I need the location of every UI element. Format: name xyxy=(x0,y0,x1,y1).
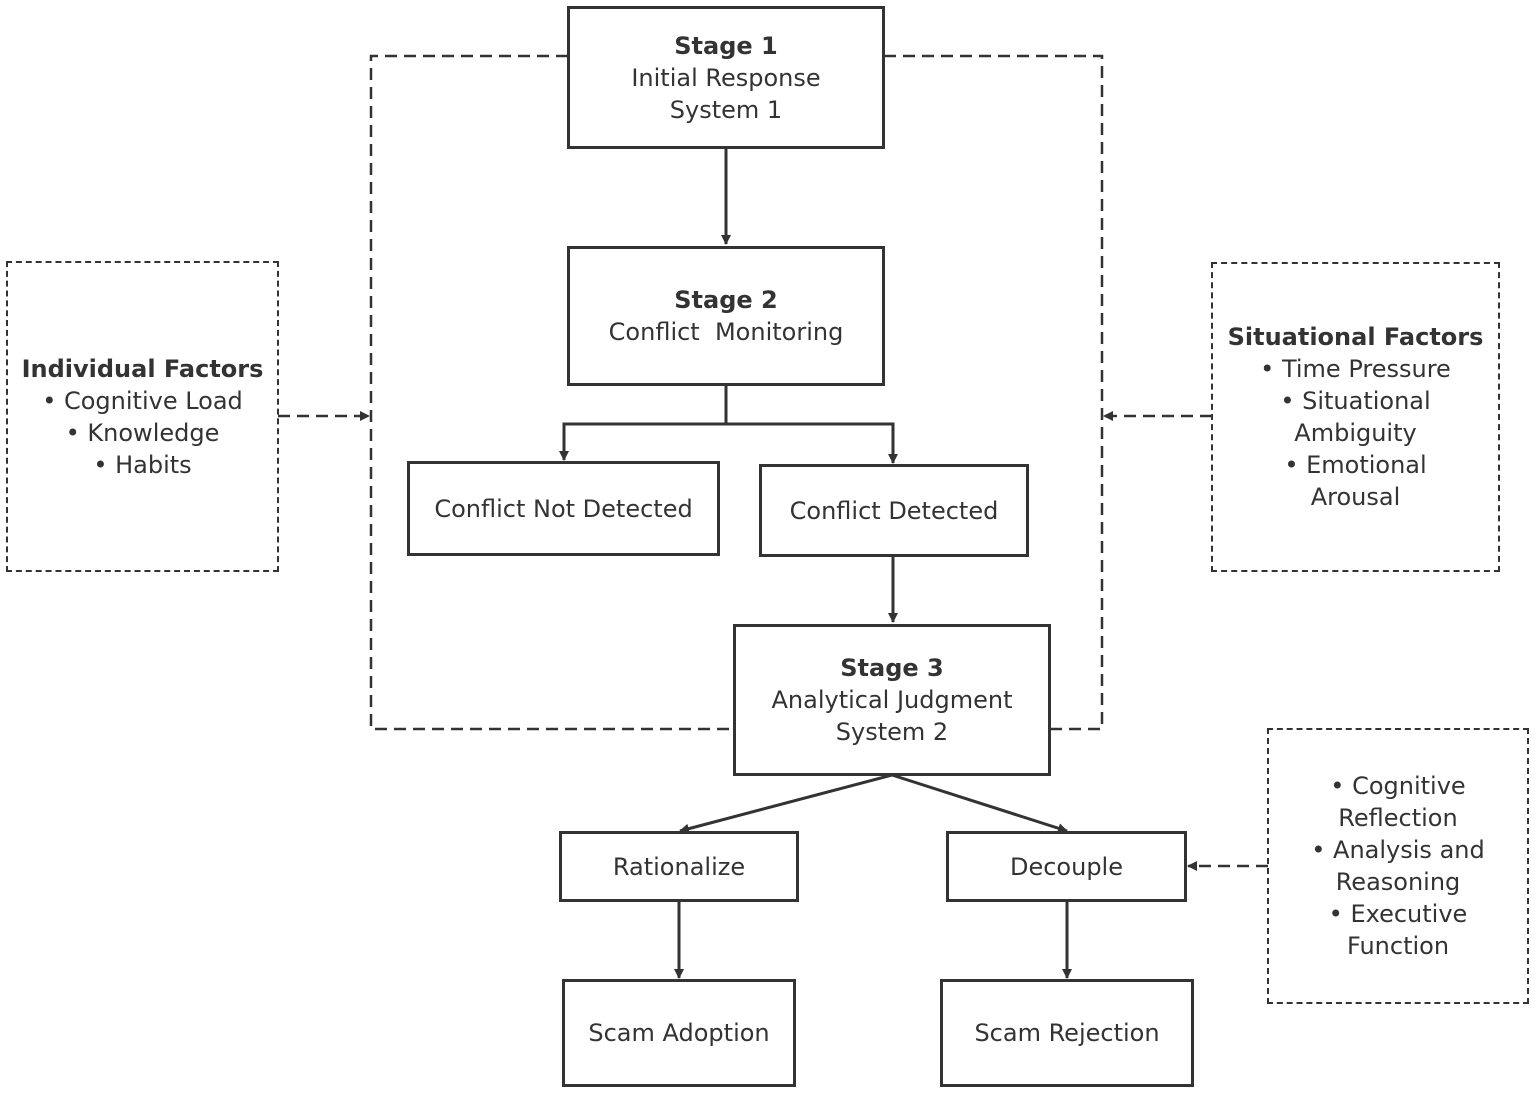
reflection-factor-line: • Executive xyxy=(1328,900,1468,928)
individual-factors-title: Individual Factors xyxy=(21,354,264,383)
scam-adoption-label: Scam Adoption xyxy=(588,1019,770,1047)
conflict-not-detected-label: Conflict Not Detected xyxy=(434,494,693,523)
reflection-factor-line: Function xyxy=(1346,932,1450,960)
scam-rejection-box: Scam Rejection xyxy=(940,979,1194,1087)
decouple-label: Decouple xyxy=(1009,852,1123,881)
conflict-detected-box: Conflict Detected xyxy=(759,464,1029,557)
stage1-line2: System 1 xyxy=(669,95,783,124)
conflict-not-detected-box: Conflict Not Detected xyxy=(407,461,720,556)
stage3-box: Stage 3 Analytical Judgment System 2 xyxy=(733,624,1051,776)
arrow-stage2-to-not-detected xyxy=(559,385,728,461)
individual-factor-item: • Knowledge xyxy=(65,418,220,447)
rationalize-box: Rationalize xyxy=(559,831,799,902)
decouple-box: Decouple xyxy=(946,831,1187,902)
reflection-factor-line: Reflection xyxy=(1338,804,1458,832)
reflection-factor-line: Reasoning xyxy=(1335,868,1461,896)
reflection-factor-line: • Analysis and xyxy=(1311,836,1485,864)
situational-factor-line: • Time Pressure xyxy=(1260,355,1451,383)
individual-factor-item: • Cognitive Load xyxy=(42,386,243,415)
stage1-box: Stage 1 Initial Response System 1 xyxy=(567,6,885,149)
situational-factor-line: Ambiguity xyxy=(1294,419,1417,447)
stage3-line1: Analytical Judgment xyxy=(771,686,1013,714)
stage3-title: Stage 3 xyxy=(840,654,944,682)
situational-factors-box: Situational Factors • Time Pressure • Si… xyxy=(1211,262,1500,572)
scam-rejection-label: Scam Rejection xyxy=(974,1019,1160,1047)
stage1-title: Stage 1 xyxy=(674,31,778,60)
arrow-stage2-to-detected xyxy=(726,422,898,464)
situational-factor-line: • Situational xyxy=(1280,387,1431,415)
individual-factors-box: Individual Factors • Cognitive Load • Kn… xyxy=(6,261,279,572)
stage2-line1: Conflict Monitoring xyxy=(608,318,844,346)
dashed-frame-right xyxy=(884,54,1104,731)
arrow-stage3-to-decouple xyxy=(891,773,1068,834)
dashed-frame-left xyxy=(369,54,735,731)
rationalize-label: Rationalize xyxy=(612,852,746,881)
conflict-detected-label: Conflict Detected xyxy=(789,496,999,525)
stage3-line2: System 2 xyxy=(835,718,949,746)
individual-factor-item: • Habits xyxy=(93,450,192,479)
situational-factors-title: Situational Factors xyxy=(1227,323,1484,351)
arrow-stage3-to-rationalize xyxy=(679,773,893,834)
situational-factor-line: • Emotional xyxy=(1284,451,1427,479)
stage1-line1: Initial Response xyxy=(631,63,821,92)
reflection-factors-box: • Cognitive Reflection • Analysis and Re… xyxy=(1267,728,1529,1004)
stage2-title: Stage 2 xyxy=(674,286,778,314)
scam-adoption-box: Scam Adoption xyxy=(562,979,796,1087)
reflection-factor-line: • Cognitive xyxy=(1330,772,1466,800)
situational-factor-line: Arousal xyxy=(1310,483,1401,511)
stage2-box: Stage 2 Conflict Monitoring xyxy=(567,246,885,386)
